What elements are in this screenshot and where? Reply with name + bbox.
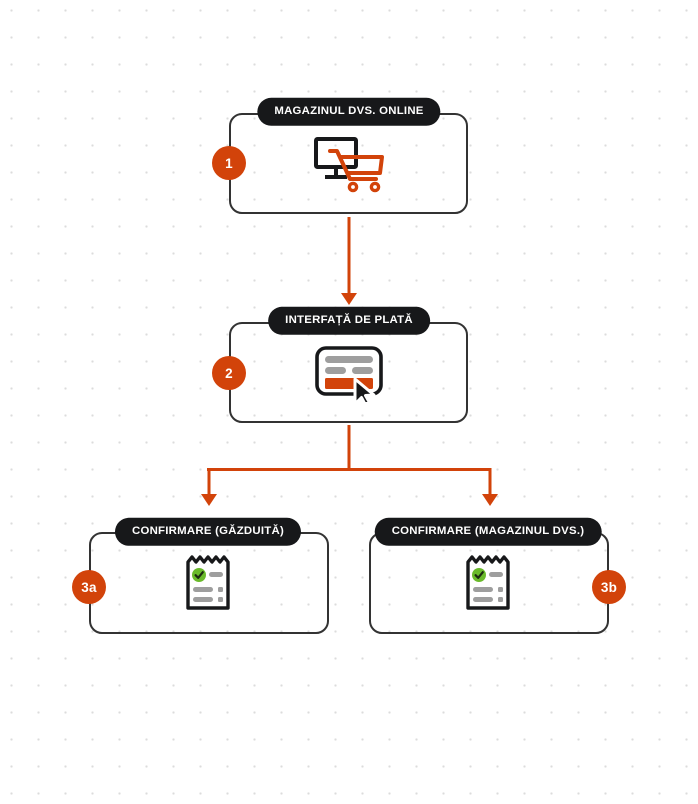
node-badge-confirmation-merchant: 3b — [592, 570, 626, 604]
payment-form-cursor-icon — [314, 345, 383, 402]
connector-branch-bar — [207, 468, 491, 471]
node-label-online-store: MAGAZINUL DVS. ONLINE — [257, 97, 441, 127]
node-payment-interface[interactable] — [229, 322, 468, 423]
node-label-payment-interface: INTERFAȚĂ DE PLATĂ — [268, 306, 430, 336]
receipt-check-icon — [186, 555, 230, 610]
node-confirmation-merchant[interactable] — [369, 532, 609, 634]
node-confirmation-hosted[interactable] — [89, 532, 329, 634]
node-online-store[interactable] — [229, 113, 468, 214]
connector-payment-stem — [347, 425, 351, 471]
node-label-confirmation-merchant: CONFIRMARE (MAGAZINUL DVS.) — [374, 517, 602, 547]
receipt-check-icon — [466, 555, 510, 610]
node-label-confirmation-hosted: CONFIRMARE (GĂZDUITĂ) — [114, 517, 302, 547]
node-badge-confirmation-hosted: 3a — [72, 570, 106, 604]
arrowhead-to-confirm-merchant — [481, 494, 498, 506]
node-badge-online-store: 1 — [212, 146, 246, 180]
connector-branch-right — [488, 468, 491, 496]
connector-store-to-payment — [347, 217, 351, 295]
arrowhead-to-confirm-hosted — [200, 494, 217, 506]
connector-branch-left — [207, 468, 210, 496]
arrowhead-store-to-payment — [341, 293, 357, 305]
monitor-cart-icon — [313, 136, 384, 192]
node-badge-payment-interface: 2 — [212, 356, 246, 390]
